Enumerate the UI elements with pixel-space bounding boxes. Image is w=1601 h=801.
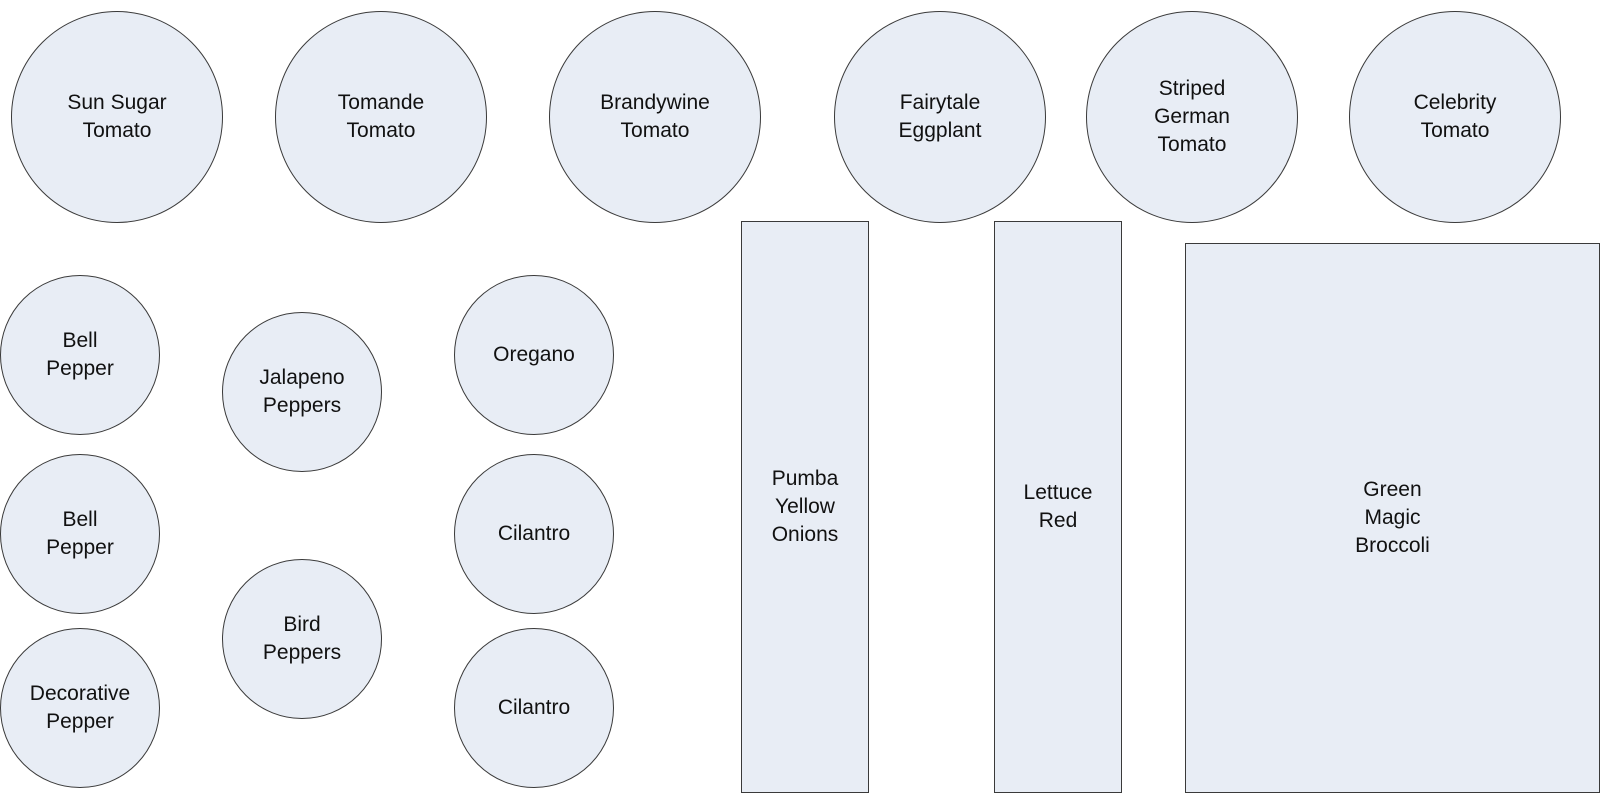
plant-bell-pepper-1: Bell Pepper (0, 275, 160, 435)
plant-label: Striped German Tomato (1154, 77, 1230, 156)
bed-lettuce-red: Lettuce Red (994, 221, 1122, 793)
plant-bell-pepper-2: Bell Pepper (0, 454, 160, 614)
plant-oregano: Oregano (454, 275, 614, 435)
plant-label: Brandywine Tomato (600, 91, 710, 142)
plant-brandywine-tomato: Brandywine Tomato (549, 11, 761, 223)
plant-sun-sugar-tomato: Sun Sugar Tomato (11, 11, 223, 223)
plant-label: Decorative Pepper (29, 682, 131, 733)
plant-label: Celebrity Tomato (1413, 91, 1497, 142)
plant-jalapeno-peppers: Jalapeno Peppers (222, 312, 382, 472)
plant-label: Tomande Tomato (337, 91, 425, 142)
plant-cilantro-1: Cilantro (454, 454, 614, 614)
plant-label: Bell Pepper (46, 508, 114, 559)
plant-label: Cilantro (497, 696, 571, 719)
plant-label: Fairytale Eggplant (898, 91, 982, 142)
bed-label: Green Magic Broccoli (1355, 478, 1430, 557)
plant-bird-peppers: Bird Peppers (222, 559, 382, 719)
plant-label: Cilantro (497, 522, 571, 545)
plant-decorative-pepper: Decorative Pepper (0, 628, 160, 788)
bed-pumba-yellow-onions: Pumba Yellow Onions (741, 221, 869, 793)
plant-label: Sun Sugar Tomato (67, 91, 167, 142)
plant-label: Bell Pepper (46, 329, 114, 380)
plant-striped-german-tomato: Striped German Tomato (1086, 11, 1298, 223)
plant-cilantro-2: Cilantro (454, 628, 614, 788)
plant-celebrity-tomato: Celebrity Tomato (1349, 11, 1561, 223)
plant-tomande-tomato: Tomande Tomato (275, 11, 487, 223)
plant-label: Jalapeno Peppers (259, 366, 345, 417)
bed-label: Lettuce Red (1023, 481, 1093, 532)
plant-label: Bird Peppers (262, 613, 342, 664)
bed-label: Pumba Yellow Onions (771, 467, 839, 546)
plant-label: Oregano (493, 343, 575, 366)
bed-green-magic-broccoli: Green Magic Broccoli (1185, 243, 1600, 793)
plant-fairytale-eggplant: Fairytale Eggplant (834, 11, 1046, 223)
